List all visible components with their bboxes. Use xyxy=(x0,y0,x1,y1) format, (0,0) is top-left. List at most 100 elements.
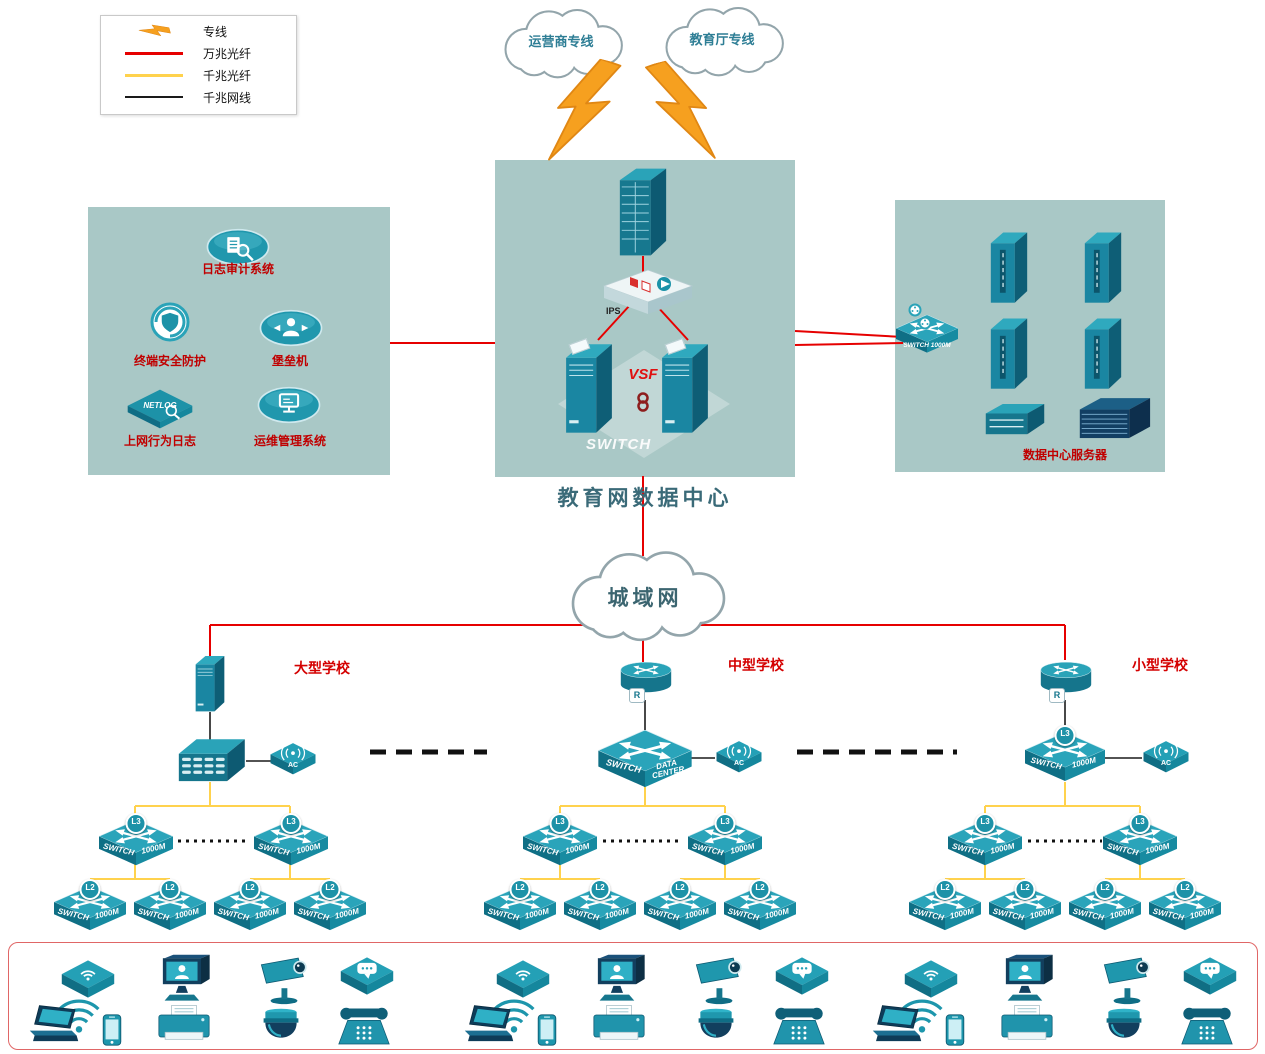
datacenter-server xyxy=(986,230,1032,306)
legend-item: 千兆网线 xyxy=(101,86,296,108)
smartphone-icon xyxy=(939,1013,971,1047)
l3-badge: L3 xyxy=(1129,813,1151,834)
rack-server xyxy=(1076,396,1152,444)
ac-label: AC xyxy=(1160,759,1172,767)
vsf-label: VSF xyxy=(628,366,658,383)
school2-router: R xyxy=(619,658,673,703)
storage-unit xyxy=(982,402,1048,440)
l2-switch: L2 SWITCH 1000M xyxy=(134,879,206,931)
l3-badge: L3 xyxy=(549,813,571,834)
server-zone-caption: 数据中心服务器 xyxy=(1022,448,1107,462)
ptz-camera-icon xyxy=(253,953,315,1005)
datacenter-server xyxy=(1080,230,1126,306)
laptop-icon xyxy=(866,1004,928,1046)
l2-switch: L2 SWITCH 1000M xyxy=(564,879,636,931)
legend-item: 万兆光纤 xyxy=(101,42,296,64)
l2-badge: L2 xyxy=(1014,879,1036,900)
printer-icon xyxy=(153,1004,215,1048)
school3-ac: AC xyxy=(1141,738,1191,778)
l2-badge: L2 xyxy=(159,879,181,900)
l3-switch: L3 SWITCH 1000M xyxy=(254,813,328,866)
wireless-ap-icon xyxy=(59,959,117,999)
rack-icon xyxy=(1076,396,1152,444)
legend-item: 专线 xyxy=(101,20,296,42)
l3-switch: L3 SWITCH 1000M xyxy=(1103,813,1177,866)
datacenter-server xyxy=(1080,316,1126,392)
school-large-label: 大型学校 xyxy=(294,660,350,676)
school1-server xyxy=(187,654,233,714)
netlog-text: NETLOG xyxy=(143,401,177,410)
router-badge: R xyxy=(1049,688,1065,703)
education-cloud-label: 教育厅专线 xyxy=(689,32,755,47)
l3-switch: L3 SWITCH 1000M xyxy=(523,813,597,866)
stack-ring-icon xyxy=(908,303,922,317)
printer-icon xyxy=(996,1004,1058,1048)
school2-core-switch: SWITCH DATA CENTER xyxy=(598,730,692,788)
l3-badge: L3 xyxy=(1054,725,1076,746)
storage-icon xyxy=(982,402,1048,440)
carrier-cloud-label: 运营商专线 xyxy=(528,34,594,49)
l2-switch: L2 SWITCH 1000M xyxy=(484,879,556,931)
man-cloud-label: 城域网 xyxy=(607,586,683,610)
ptz-camera-icon xyxy=(1096,953,1158,1005)
l2-switch: L2 SWITCH 1000M xyxy=(724,879,796,931)
server-icon xyxy=(986,230,1032,306)
school2-ac: AC xyxy=(714,738,764,778)
l3-switch: L3 SWITCH 1000M xyxy=(948,813,1022,866)
bastion-host xyxy=(258,308,324,348)
smartphone-icon xyxy=(531,1013,563,1047)
l2-badge: L2 xyxy=(1174,879,1196,900)
datacenter-title: 教育网数据中心 xyxy=(557,486,733,510)
man-cloud: 城域网 xyxy=(533,546,757,642)
router-icon xyxy=(1039,658,1093,700)
l2-badge: L2 xyxy=(319,879,341,900)
school1-ac: AC xyxy=(268,740,318,780)
l2-badge: L2 xyxy=(934,879,956,900)
log-audit-icon xyxy=(205,226,271,268)
l2-switch: L2 SWITCH 1000M xyxy=(214,879,286,931)
telephone-icon xyxy=(768,1007,830,1047)
router-badge: R xyxy=(629,688,645,703)
wireless-ap-icon xyxy=(902,959,960,999)
school3-core-switch: L3 SWITCH 1000M xyxy=(1025,725,1105,782)
wireless-controller-icon xyxy=(714,738,764,778)
netlog-icon xyxy=(127,389,193,429)
ops-mgmt-icon xyxy=(256,384,322,426)
endpoint-security-label: 终端安全防护 xyxy=(133,354,206,368)
stack-ring-icon xyxy=(918,316,932,330)
server-icon xyxy=(986,316,1032,392)
dome-camera-icon xyxy=(694,1007,738,1047)
endpoint-group xyxy=(9,943,419,1049)
monitor-icon xyxy=(159,953,217,1005)
im-chat-icon xyxy=(774,956,830,996)
printer-icon xyxy=(588,1004,650,1048)
line-1g-copper-icon xyxy=(125,95,183,99)
netlog-label: 上网行为日志 xyxy=(123,434,196,448)
dome-camera-icon xyxy=(1102,1007,1146,1047)
lightning-icon xyxy=(119,15,189,47)
endpoint-group xyxy=(852,943,1262,1049)
endpoint-group xyxy=(444,943,854,1049)
ips-appliance: IPS xyxy=(602,268,694,318)
bastion-host-label: 堡垒机 xyxy=(271,354,308,368)
wireless-controller-icon xyxy=(1141,738,1191,778)
im-chat-icon xyxy=(339,956,395,996)
school1-firewall xyxy=(174,736,248,786)
telephone-icon xyxy=(333,1007,395,1047)
firewall-icon xyxy=(616,164,670,260)
l2-switch: L2 SWITCH 1000M xyxy=(989,879,1061,931)
l3-badge: L3 xyxy=(714,813,736,834)
stack-link-icon xyxy=(635,392,651,412)
router-icon xyxy=(619,658,673,700)
ips-label: IPS xyxy=(606,306,621,316)
l3-badge: L3 xyxy=(974,813,996,834)
education-cloud: 教育厅专线 xyxy=(643,3,801,77)
log-audit-system xyxy=(205,226,271,268)
laptop-icon xyxy=(23,1004,85,1046)
l2-switch: L2 SWITCH 1000M xyxy=(644,879,716,931)
ptz-camera-icon xyxy=(688,953,750,1005)
core-server-left xyxy=(563,336,615,442)
school-small-label: 小型学校 xyxy=(1132,657,1188,673)
ac-label: AC xyxy=(287,761,299,769)
